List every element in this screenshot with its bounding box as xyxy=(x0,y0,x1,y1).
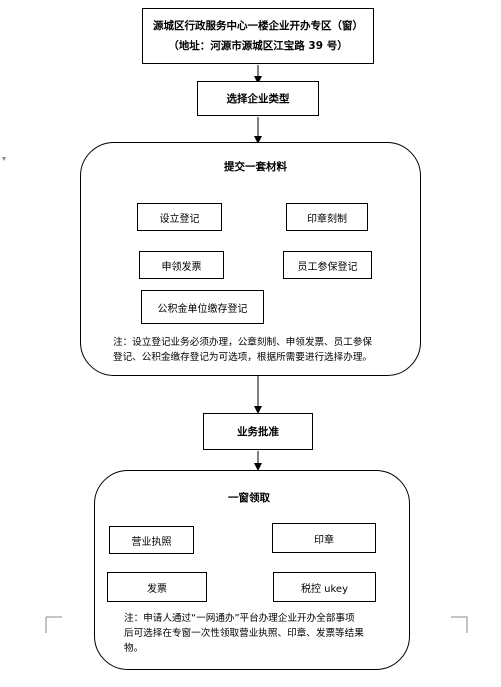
item-seal-label: 印章 xyxy=(314,534,334,546)
business-approval-label: 业务批准 xyxy=(237,426,279,438)
submit-note-line2: 登记、公积金缴存登记为可选项，根据所需要进行选择办理。 xyxy=(113,352,373,363)
crop-mark-left xyxy=(45,616,62,633)
item-tax-ukey: 税控 ukey xyxy=(273,572,376,602)
collect-note-line2: 后可选择在专窗一次性领取营业执照、印章、发票等结果 xyxy=(124,628,364,639)
collect-group xyxy=(94,470,410,670)
item-business-license-label: 营业执照 xyxy=(131,536,172,548)
item-seal-engraving: 印章刻制 xyxy=(286,203,368,231)
collect-note-line1: 注：申请人通过“一网通办”平台办理企业开办全部事项 xyxy=(124,613,355,624)
item-establish-registration-label: 设立登记 xyxy=(159,213,200,225)
item-invoice: 发票 xyxy=(107,572,207,602)
crop-mark-right xyxy=(451,616,468,633)
item-housing-fund: 公积金单位缴存登记 xyxy=(141,290,264,324)
collect-group-title: 一窗领取 xyxy=(228,492,270,504)
item-employee-insurance-label: 员工参保登记 xyxy=(297,261,358,273)
collect-note-line3: 物。 xyxy=(124,643,144,654)
submit-note-line1: 注：设立登记业务必须办理，公章刻制、申领发票、员工参保 xyxy=(113,337,373,348)
item-seal: 印章 xyxy=(272,523,376,553)
header-line1: 源城区行政服务中心一楼企业开办专区（窗） xyxy=(153,20,363,32)
item-seal-engraving-label: 印章刻制 xyxy=(307,213,347,225)
item-tax-ukey-label: 税控 ukey xyxy=(300,583,349,595)
item-apply-invoice: 申领发票 xyxy=(139,251,224,279)
left-mark xyxy=(2,157,6,161)
select-type-box: 选择企业类型 xyxy=(197,81,319,116)
item-housing-fund-label: 公积金单位缴存登记 xyxy=(157,303,248,315)
item-apply-invoice-label: 申领发票 xyxy=(161,261,202,273)
item-establish-registration: 设立登记 xyxy=(137,203,222,231)
header-box: 源城区行政服务中心一楼企业开办专区（窗） （地址：河源市源城区江宝路 39 号） xyxy=(142,8,374,64)
item-employee-insurance: 员工参保登记 xyxy=(283,251,372,279)
item-business-license: 营业执照 xyxy=(109,526,194,554)
business-approval-box: 业务批准 xyxy=(203,413,313,450)
submit-group-title: 提交一套材料 xyxy=(224,161,287,173)
select-type-label: 选择企业类型 xyxy=(226,93,290,105)
collect-group-note: 注：申请人通过“一网通办”平台办理企业开办全部事项 后可选择在专窗一次性领取营业… xyxy=(124,611,409,656)
submit-group-note: 注：设立登记业务必须办理，公章刻制、申领发票、员工参保 登记、公积金缴存登记为可… xyxy=(113,335,413,365)
header-line2: （地址：河源市源城区江宝路 39 号） xyxy=(168,40,348,52)
item-invoice-label: 发票 xyxy=(147,583,167,595)
